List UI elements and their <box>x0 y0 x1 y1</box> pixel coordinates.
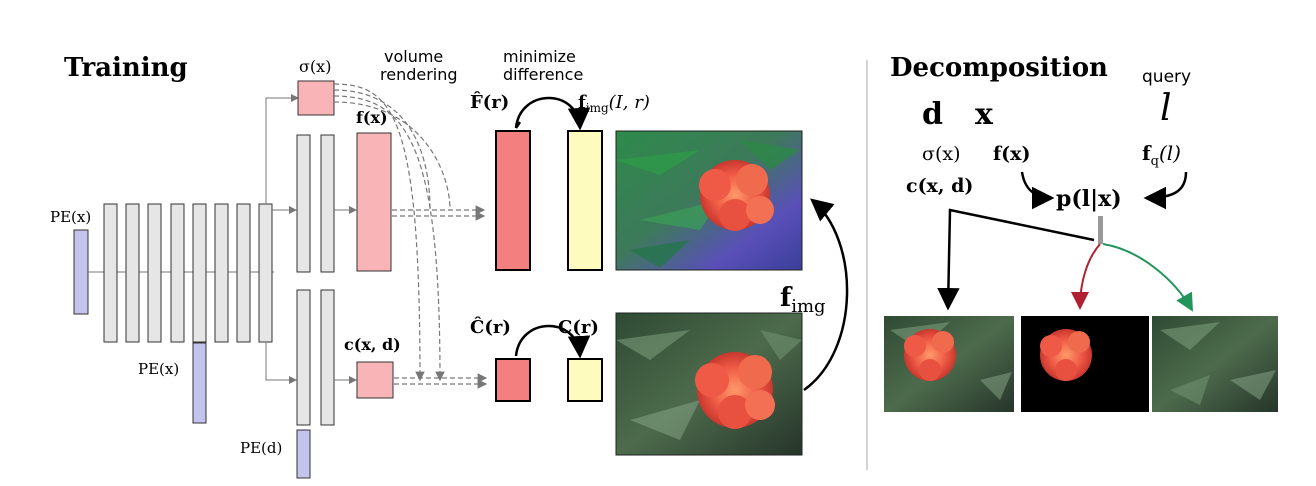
target-feature-fimg <box>567 130 603 271</box>
output-foreground-image <box>1021 316 1149 412</box>
layer-8 <box>258 203 273 343</box>
feature-layer-2 <box>320 134 335 273</box>
output-background-image <box>1152 316 1278 412</box>
C-r-label: C(r) <box>558 317 599 338</box>
layer-6 <box>214 203 229 343</box>
layer-7 <box>236 203 251 343</box>
query-l: l <box>1160 88 1172 129</box>
rgb-image <box>615 312 803 456</box>
pe-d-label: PE(d) <box>240 439 282 457</box>
sigma-label: σ(x) <box>299 57 331 76</box>
layer-1 <box>103 203 118 343</box>
input-x: x <box>975 97 994 132</box>
feature-output-f <box>356 132 392 272</box>
query-label: query <box>1142 67 1191 87</box>
f-x-label: f(x) <box>356 108 388 127</box>
layer-4 <box>170 203 185 343</box>
feature-loss-arc <box>514 96 591 131</box>
fx-to-p-arrow <box>1020 171 1055 210</box>
layer-5 <box>192 203 207 343</box>
pe-x-left-label: PE(x) <box>50 208 91 226</box>
branch-lines <box>265 94 299 384</box>
target-color-C <box>567 358 603 402</box>
fimg-arrow-label: fimg <box>780 283 826 317</box>
volume-rendering-label: volume rendering <box>380 47 458 84</box>
decomp-p: p(l|x) <box>1056 186 1122 212</box>
predicted-feature-F <box>495 130 531 271</box>
feature-layer-1 <box>296 134 311 273</box>
decomp-sigma: σ(x) <box>922 143 961 165</box>
feature-map-image <box>615 130 803 271</box>
volume-rendering-curves <box>333 83 488 389</box>
layer-3 <box>147 203 162 343</box>
color-layer-1 <box>296 289 311 426</box>
sigma-output <box>297 80 335 116</box>
c-xd-label: c(x, d) <box>344 335 401 354</box>
background-arrow <box>1102 243 1193 312</box>
decomp-f-x: f(x) <box>993 143 1030 165</box>
backbone-layers <box>103 203 273 343</box>
input-d: d <box>922 97 943 132</box>
F-hat-label: F̂(r) <box>470 91 509 113</box>
fimg-target-label: fimg(I, r) <box>578 92 650 115</box>
decomp-f-q: fq(l) <box>1142 141 1181 169</box>
fq-to-p-arrow <box>1143 171 1188 210</box>
foreground-arrow <box>1071 243 1101 310</box>
decomp-c-xd: c(x, d) <box>906 175 973 197</box>
color-loss-arc <box>514 324 591 359</box>
predicted-color-C <box>495 358 531 402</box>
color-output-c <box>356 361 394 399</box>
layer-2 <box>125 203 140 343</box>
decomposition-title: Decomposition <box>890 53 1108 83</box>
pe-x-skip <box>192 342 207 424</box>
probability-bar <box>1098 216 1103 244</box>
pe-x-mid-label: PE(x) <box>138 360 179 378</box>
fimg-arrow <box>803 198 849 392</box>
minimize-difference-label: minimize difference <box>503 47 583 84</box>
pe-x-input-left <box>73 229 89 315</box>
training-title: Training <box>64 53 188 83</box>
color-composite-arrow <box>937 208 1095 311</box>
output-full-image <box>884 316 1014 412</box>
pe-d-input <box>296 429 311 479</box>
C-hat-label: Ĉ(r) <box>470 315 511 338</box>
color-layer-2 <box>320 289 335 426</box>
